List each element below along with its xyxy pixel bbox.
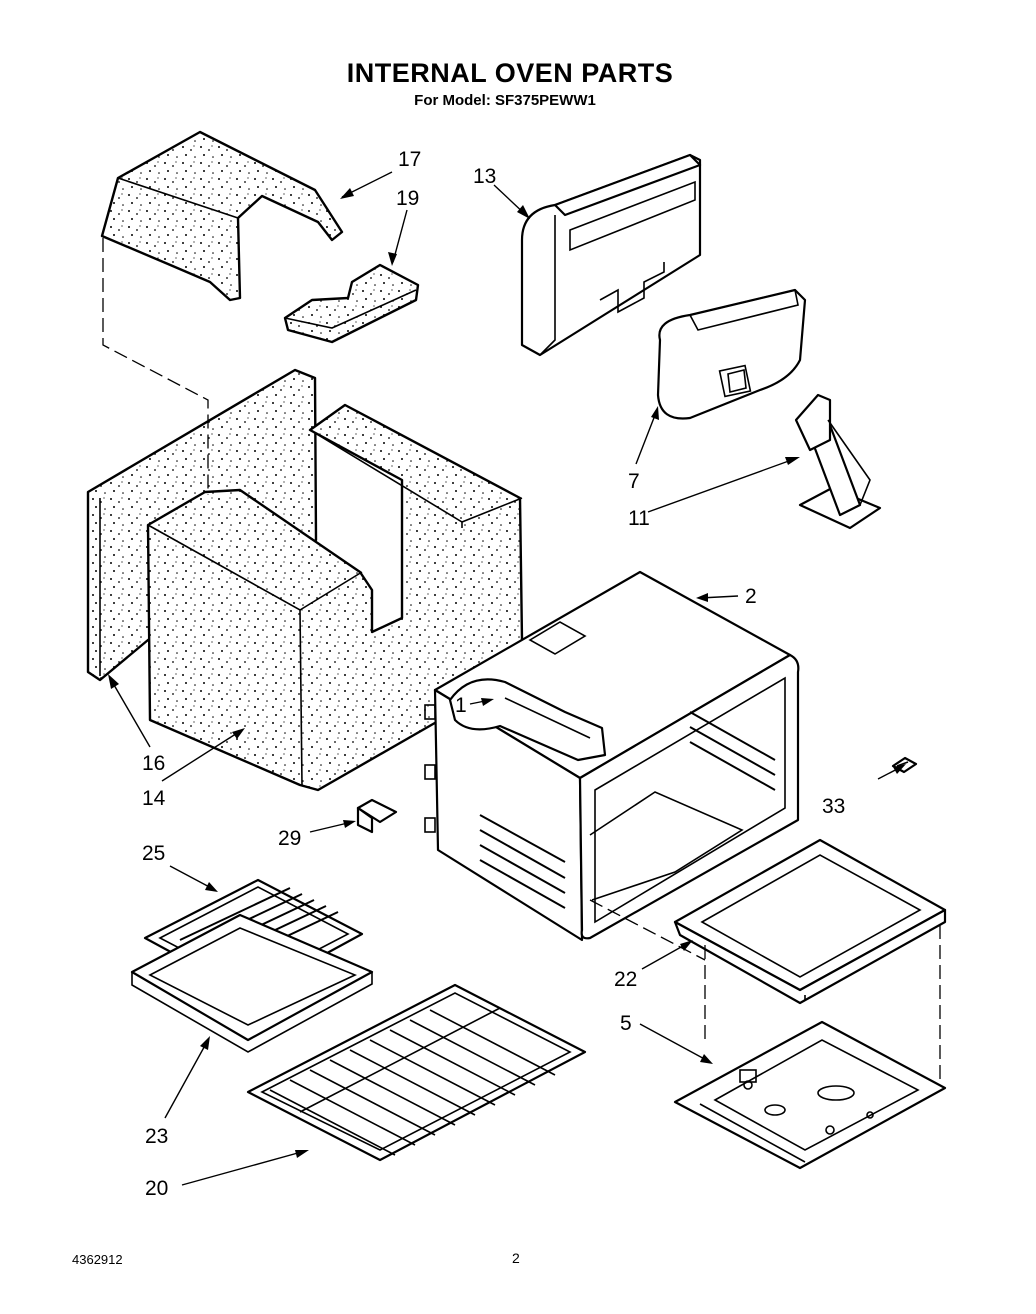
callout-16: 16 [142, 752, 165, 775]
callout-7: 7 [628, 470, 640, 493]
callout-33: 33 [822, 795, 845, 818]
part-17-top-insulation [100, 130, 344, 302]
page-title: INTERNAL OVEN PARTS [346, 58, 674, 88]
part-11-bracket [794, 393, 882, 530]
part-22-tray [673, 838, 947, 1005]
callout-1: 1 [455, 694, 467, 717]
part-23-broiler-pan [130, 913, 374, 1053]
alignment-lines [102, 238, 941, 1082]
part-29-bracket [356, 798, 398, 834]
part-14-wrap-insulation [146, 403, 524, 792]
callout-5: 5 [620, 1012, 632, 1035]
callout-14: 14 [142, 787, 166, 810]
callout-17: 17 [398, 148, 421, 171]
callout-20: 20 [145, 1177, 168, 1200]
model-subtitle: For Model: SF375PEWW1 [414, 92, 596, 109]
part-5-bottom-panel [673, 1020, 947, 1170]
callout-23: 23 [145, 1125, 168, 1148]
callout-2: 2 [745, 585, 757, 608]
page-number: 2 [512, 1250, 520, 1266]
callout-11: 11 [628, 507, 650, 530]
part-7-duct-cover [656, 288, 807, 420]
part-13-rear-duct [520, 153, 702, 357]
callout-19: 19 [396, 187, 419, 210]
callout-29: 29 [278, 827, 301, 850]
callout-25: 25 [142, 842, 165, 865]
leader-lines [108, 171, 906, 1186]
part-19-insulation-pad [283, 263, 420, 344]
callout-22: 22 [614, 968, 637, 991]
document-number: 4362912 [72, 1252, 123, 1267]
callout-labels: 1 2 5 7 11 13 14 16 17 19 20 22 23 25 29… [142, 148, 845, 1200]
callout-13: 13 [473, 165, 496, 188]
part-20-oven-rack [246, 983, 587, 1162]
